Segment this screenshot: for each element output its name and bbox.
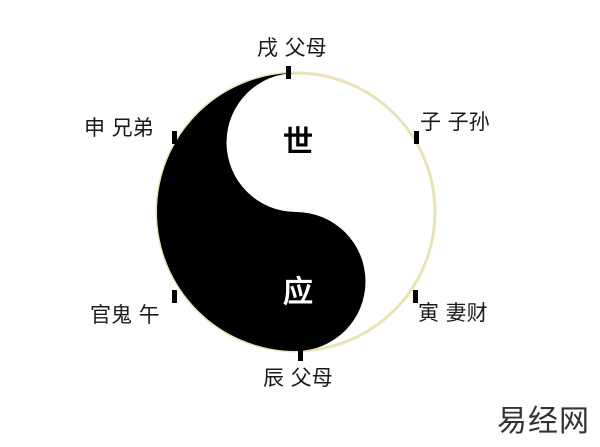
tick-upper-left xyxy=(172,131,177,144)
label-top: 戌 父母 xyxy=(257,36,327,60)
watermark: 易经网 xyxy=(497,404,590,439)
label-upper-left: 申 兄弟 xyxy=(84,116,154,140)
label-bottom: 辰 父母 xyxy=(263,366,333,390)
tick-upper-right xyxy=(414,131,419,144)
tick-bottom xyxy=(298,348,303,361)
tick-lower-left xyxy=(172,290,177,303)
label-upper-right: 子 子孙 xyxy=(420,110,490,134)
label-lower-left: 官鬼 午 xyxy=(90,303,160,327)
tick-top xyxy=(286,66,291,79)
ying-character: 应 xyxy=(283,275,313,310)
tick-lower-right xyxy=(413,290,418,303)
yin-shape xyxy=(157,73,366,351)
shi-character: 世 xyxy=(283,125,313,160)
label-lower-right: 寅 妻财 xyxy=(418,301,488,325)
